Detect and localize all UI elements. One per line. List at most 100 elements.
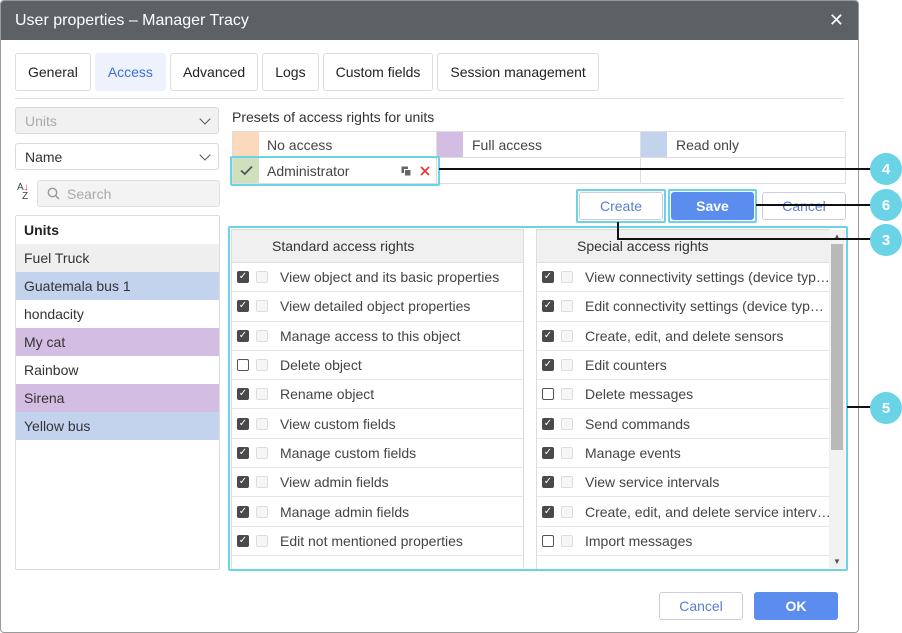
rights-row[interactable]: ✓ View admin fields [232, 468, 523, 498]
right-checkbox[interactable]: ✓ [542, 505, 554, 518]
right-label: Manage access to this object [280, 327, 461, 344]
right-checkbox-disabled [561, 505, 573, 518]
close-icon[interactable]: ✕ [828, 10, 844, 30]
right-label: Delete messages [585, 386, 694, 403]
right-label: View custom fields [280, 415, 396, 432]
right-checkbox-disabled [256, 534, 268, 547]
ok-button[interactable]: OK [754, 592, 838, 620]
rights-row[interactable]: ✓ Edit counters [537, 351, 830, 381]
scroll-up-icon[interactable]: ▲ [833, 232, 841, 241]
tab-general[interactable]: General [15, 53, 91, 91]
rights-row[interactable]: ✓Create, edit, and delete sensors [537, 322, 830, 351]
right-label: Send commands [585, 415, 691, 432]
preset-swatch [233, 132, 259, 157]
right-checkbox[interactable] [542, 388, 554, 401]
right-checkbox[interactable]: ✓ [237, 329, 249, 342]
right-checkbox[interactable] [542, 534, 554, 547]
right-checkbox[interactable]: ✓ [542, 329, 554, 342]
tab-logs[interactable]: Logs [262, 53, 319, 91]
callout-connector-3 [617, 222, 619, 239]
cancel-button[interactable]: Cancel [659, 592, 743, 620]
rights-row[interactable]: ✓ Send commands [537, 409, 830, 439]
right-label: Manage events [585, 444, 681, 461]
unit-list-item[interactable]: My cat [16, 328, 219, 356]
right-checkbox[interactable]: ✓ [237, 505, 249, 518]
sort-icon-bottom-letter: Z [22, 191, 29, 202]
search-input[interactable]: Search [37, 180, 220, 207]
right-checkbox[interactable]: ✓ [542, 417, 554, 430]
save-button[interactable]: Save [671, 192, 754, 220]
rights-row[interactable]: Delete messages [537, 380, 830, 410]
rights-row[interactable]: ✓ View connectivity settings (device typ… [537, 263, 830, 293]
right-checkbox-disabled [561, 417, 573, 430]
right-label: Delete object [280, 357, 362, 374]
rights-row[interactable]: ✓ Manage access to this object [232, 322, 523, 351]
right-checkbox-disabled [561, 271, 573, 284]
special-rights-header: Special access rights [537, 230, 830, 263]
unit-list-item[interactable]: Guatemala bus 1 [16, 272, 219, 300]
rights-row[interactable]: ✓View detailed object properties [232, 292, 523, 322]
unit-list-item[interactable]: Fuel Truck [16, 244, 219, 272]
rights-row[interactable]: ✓Edit not mentioned properties [232, 527, 523, 556]
callout-highlight-6 [668, 189, 757, 223]
callout-connector-6 [756, 204, 871, 206]
rights-row[interactable]: Delete object [232, 351, 523, 381]
rights-scrollbar[interactable]: ▲ ▼ [829, 230, 845, 568]
right-checkbox-disabled [561, 534, 573, 547]
right-label: View admin fields [280, 474, 389, 491]
callout-highlight-5 [228, 226, 848, 571]
rights-row[interactable]: ✓Manage custom fields [232, 439, 523, 469]
right-checkbox[interactable]: ✓ [542, 300, 554, 313]
right-label: View connectivity settings (device typ… [585, 269, 830, 286]
sort-field-select[interactable]: Name [15, 143, 219, 170]
right-checkbox[interactable]: ✓ [237, 388, 249, 401]
right-checkbox[interactable]: ✓ [237, 476, 249, 489]
right-checkbox[interactable]: ✓ [542, 359, 554, 372]
create-button[interactable]: Create [579, 192, 663, 220]
scrollbar-thumb[interactable] [831, 244, 843, 450]
dialog-title: User properties – Manager Tracy [15, 11, 249, 29]
scroll-down-icon[interactable]: ▼ [833, 557, 841, 566]
right-checkbox[interactable]: ✓ [237, 271, 249, 284]
rights-row[interactable]: ✓View object and its basic properties [232, 263, 523, 293]
rights-row[interactable]: ✓View service intervals [537, 468, 830, 498]
chevron-down-icon [199, 148, 211, 161]
delete-icon[interactable] [420, 166, 430, 176]
tab-advanced[interactable]: Advanced [169, 53, 259, 91]
right-label: Create, edit, and delete service interv… [585, 503, 830, 520]
preset-administrator[interactable]: Administrator [267, 163, 350, 179]
object-type-select[interactable]: Units [15, 107, 219, 134]
preset-no-access[interactable]: No access [267, 137, 333, 153]
rights-row[interactable]: ✓ Manage events [537, 439, 830, 469]
tab-custom-fields[interactable]: Custom fields [322, 53, 434, 91]
rights-row[interactable]: ✓ Create, edit, and delete service interv… [537, 497, 830, 527]
cancel-top-button[interactable]: Cancel [762, 192, 846, 220]
rights-row[interactable]: ✓Manage admin fields [232, 497, 523, 527]
copy-icon[interactable] [401, 166, 412, 177]
preset-full-access[interactable]: Full access [472, 137, 543, 153]
unit-list-item[interactable]: Yellow bus [16, 412, 219, 440]
preset-read-only[interactable]: Read only [676, 137, 740, 153]
rights-row[interactable]: Import messages [537, 527, 830, 556]
right-checkbox[interactable]: ✓ [237, 417, 249, 430]
preset-swatch [233, 158, 259, 183]
right-checkbox[interactable]: ✓ [542, 476, 554, 489]
rights-row[interactable]: ✓Edit connectivity settings (device typ… [537, 292, 830, 322]
right-checkbox[interactable]: ✓ [237, 446, 249, 459]
sort-order-icon[interactable]: A↓ Z [17, 182, 29, 202]
right-checkbox[interactable]: ✓ [542, 446, 554, 459]
right-checkbox-disabled [561, 476, 573, 489]
unit-list-item[interactable]: Sirena [16, 384, 219, 412]
right-checkbox[interactable]: ✓ [542, 271, 554, 284]
right-checkbox[interactable]: ✓ [237, 300, 249, 313]
tab-access[interactable]: Access [94, 53, 166, 91]
right-label: Edit counters [585, 357, 667, 374]
sort-icon-top-letter: A [17, 182, 24, 193]
right-checkbox[interactable]: ✓ [237, 534, 249, 547]
rights-row[interactable]: ✓ View custom fields [232, 409, 523, 439]
right-checkbox[interactable] [237, 359, 249, 372]
rights-row[interactable]: ✓Rename object [232, 380, 523, 410]
unit-list-item[interactable]: Rainbow [16, 356, 219, 384]
tab-session-management[interactable]: Session management [437, 53, 599, 91]
unit-list-item[interactable]: hondacity [16, 300, 219, 328]
